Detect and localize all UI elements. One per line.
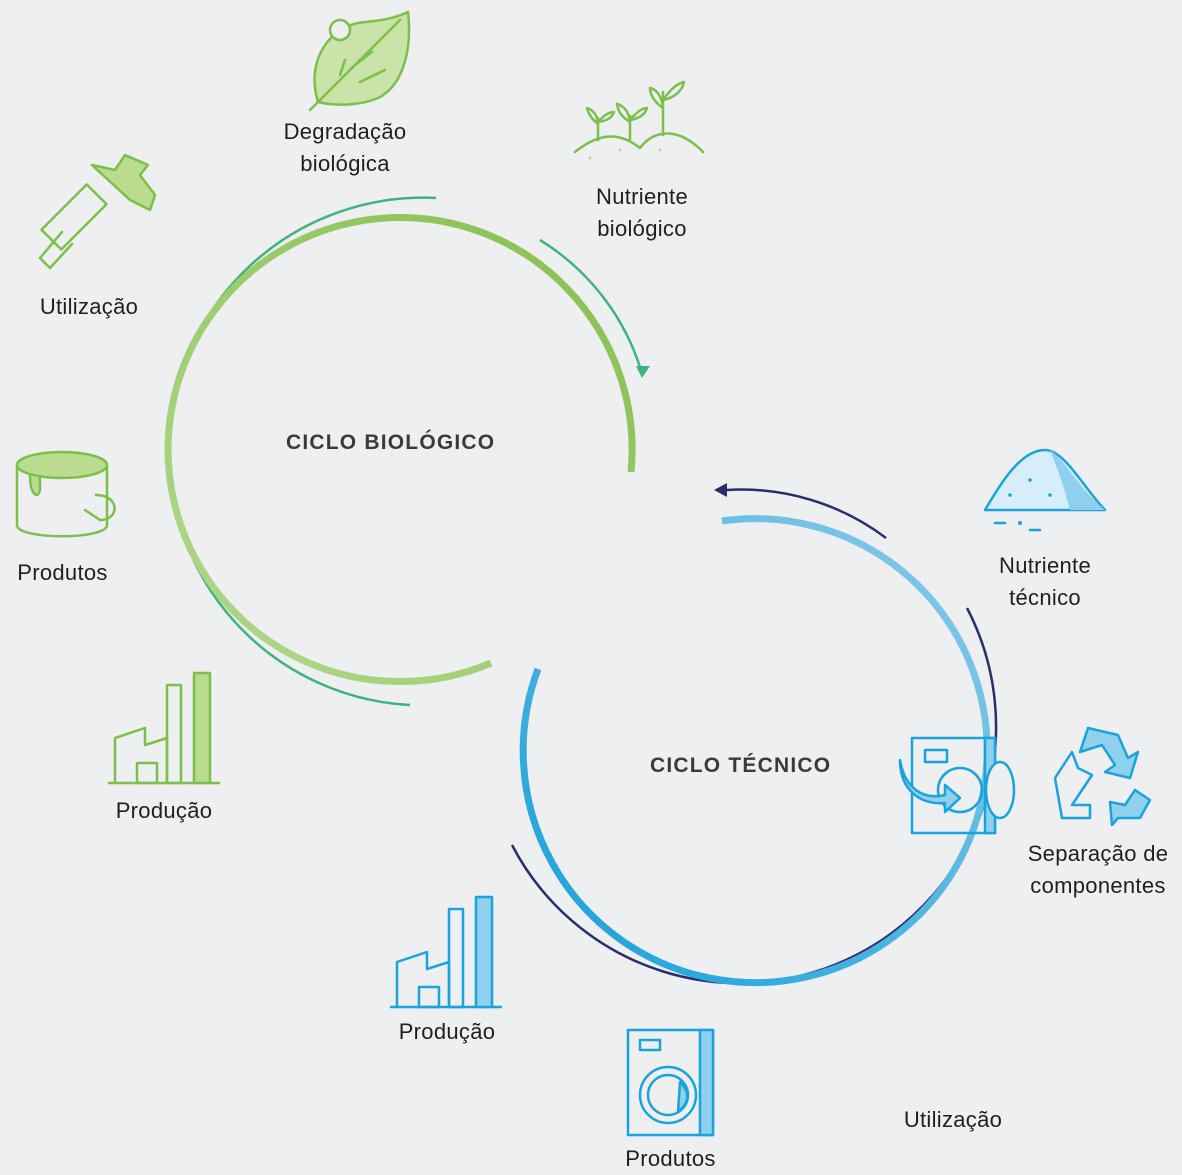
factory-tech-icon bbox=[390, 895, 502, 1009]
paint-roller-icon bbox=[38, 153, 157, 270]
tech-arrow-head bbox=[714, 483, 727, 497]
tech-cycle-title: CICLO TÉCNICO bbox=[650, 754, 832, 777]
label-utilizacao-tech: Utilização bbox=[903, 1107, 1003, 1132]
label-produtos-bio: Produtos bbox=[17, 560, 108, 585]
label-line: biológico bbox=[597, 216, 687, 241]
sprouts-icon bbox=[573, 80, 705, 160]
label-separacao-componentes: Separação de componentes bbox=[1014, 838, 1182, 902]
bio-outer-arrow-arc bbox=[539, 238, 642, 368]
bio-arrow-head bbox=[636, 366, 650, 378]
label-produtos-tech: Produtos bbox=[625, 1146, 716, 1171]
washing-machine-icon bbox=[626, 1028, 715, 1137]
appliance-open-icon bbox=[898, 736, 1016, 835]
label-line: Nutriente bbox=[999, 553, 1091, 578]
factory-bio-icon bbox=[108, 671, 220, 785]
tech-inner-arc bbox=[519, 515, 991, 987]
label-nutriente-biologico: Nutriente biológico bbox=[572, 181, 712, 245]
label-line: técnico bbox=[1009, 585, 1081, 610]
label-producao-bio: Produção bbox=[115, 798, 213, 823]
powder-pile-icon bbox=[983, 448, 1107, 532]
label-line: Nutriente bbox=[596, 184, 688, 209]
leaf-icon bbox=[308, 10, 411, 112]
label-line: Degradação bbox=[283, 119, 407, 144]
label-line: biológica bbox=[300, 151, 390, 176]
label-degradacao-biologica: Degradação biológica bbox=[270, 116, 420, 180]
label-line: componentes bbox=[1030, 873, 1166, 898]
label-producao-tech: Produção bbox=[398, 1019, 496, 1044]
tech-outer-arc bbox=[510, 607, 998, 985]
bio-cycle-title: CICLO BIOLÓGICO bbox=[286, 431, 496, 454]
label-nutriente-tecnico: Nutriente técnico bbox=[975, 550, 1115, 614]
bio-inner-arc bbox=[164, 214, 636, 685]
label-line: Separação de bbox=[1027, 841, 1169, 866]
paint-bucket-icon bbox=[15, 450, 116, 538]
recycle-icon bbox=[1053, 726, 1152, 827]
label-utilizacao-bio: Utilização bbox=[39, 294, 139, 319]
tech-outer-arrow-arc bbox=[726, 488, 887, 539]
